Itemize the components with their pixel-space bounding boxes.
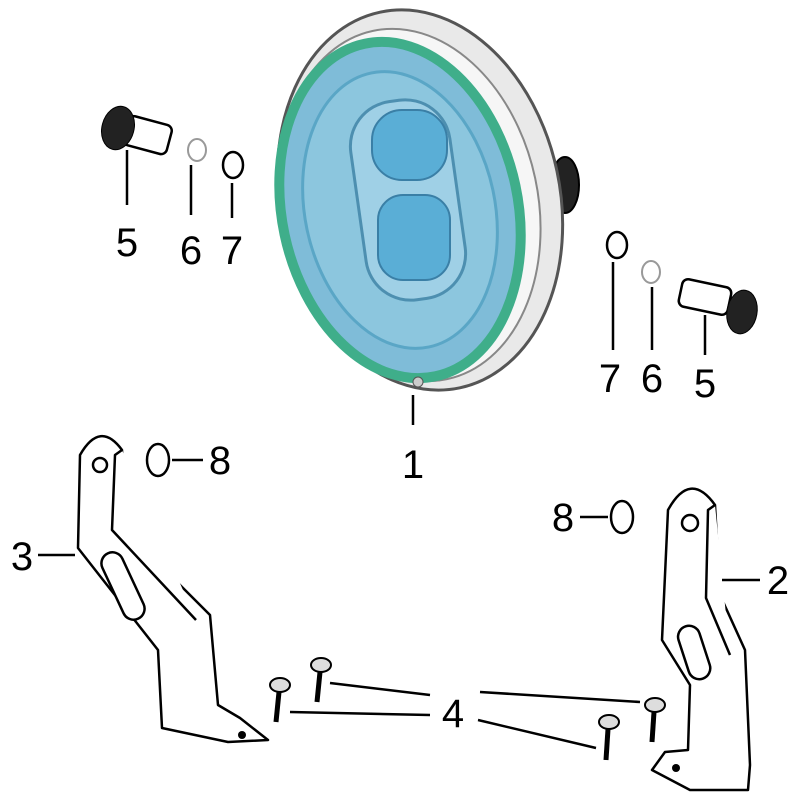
washer-8-left	[145, 442, 171, 478]
callout-4: 4	[442, 692, 464, 736]
washer-8-right	[609, 499, 635, 535]
callout-1: 1	[402, 443, 424, 487]
bolt-left	[101, 105, 174, 156]
washer-large-left	[221, 150, 245, 180]
bracket-left	[76, 434, 270, 744]
screws	[269, 657, 666, 761]
headlight	[274, 8, 580, 392]
callout-2: 2	[767, 559, 789, 603]
callout-5-left: 5	[116, 221, 138, 265]
callout-8-right: 8	[552, 496, 574, 540]
callout-5-right: 5	[694, 362, 716, 406]
washer-small-left	[187, 138, 207, 162]
washer-small-right	[641, 260, 661, 284]
callout-6-right: 6	[641, 357, 663, 401]
callout-7-left: 7	[221, 229, 243, 273]
callout-3: 3	[11, 535, 33, 579]
callout-6-left: 6	[180, 229, 202, 273]
washer-large-right	[605, 230, 629, 260]
callout-7-right: 7	[599, 357, 621, 401]
bracket-right	[650, 487, 752, 792]
bolt-right	[677, 277, 758, 335]
callout-8-left: 8	[209, 439, 231, 483]
